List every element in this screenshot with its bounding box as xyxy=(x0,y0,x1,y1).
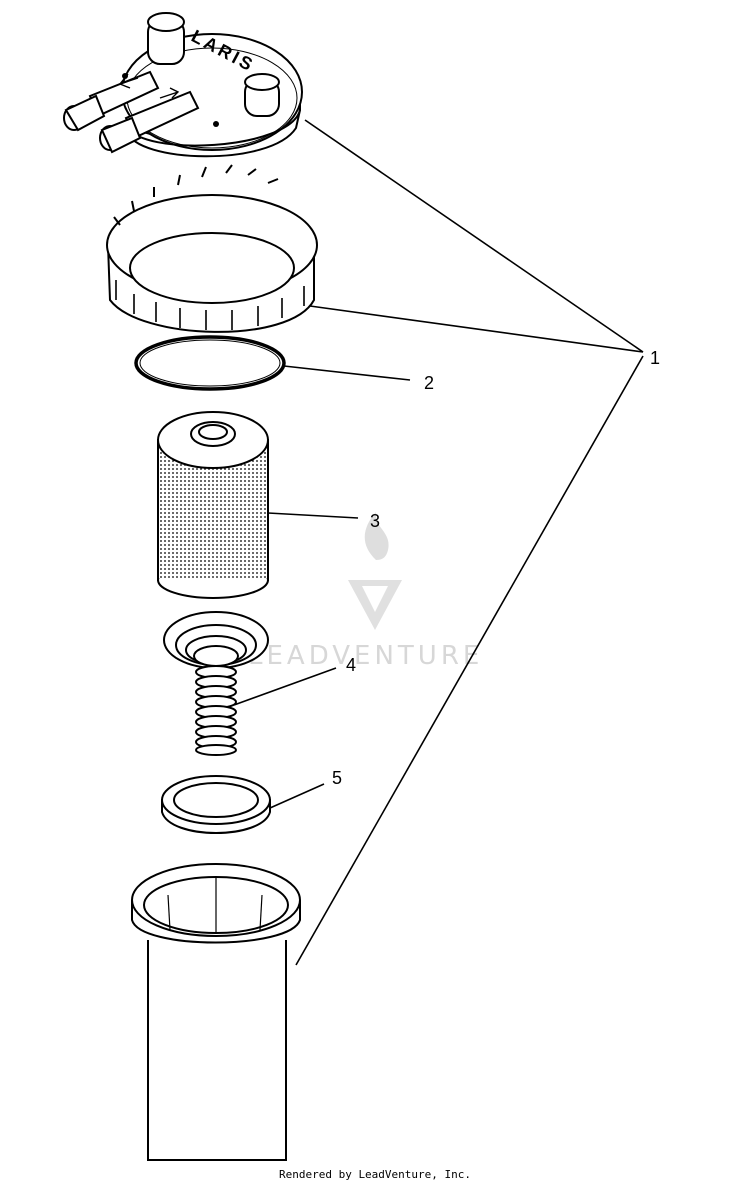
callout-2: 2 xyxy=(424,373,434,393)
leader-line-1-ring xyxy=(309,305,644,353)
leader-line-1-cap xyxy=(304,119,644,353)
filter-head-cap: LARIS xyxy=(63,12,303,158)
watermark-v-icon xyxy=(348,580,402,630)
watermark-text: LEADVENTURE xyxy=(248,641,483,671)
watermark: LEADVENTURE xyxy=(248,512,483,671)
lock-ring xyxy=(106,164,318,333)
leader-line-3 xyxy=(267,512,359,519)
filter-bowl xyxy=(131,863,301,1161)
callout-4: 4 xyxy=(346,655,356,675)
leader-line-2 xyxy=(283,365,411,381)
leader-lines xyxy=(233,119,644,966)
watermark-flame-icon xyxy=(364,512,389,560)
footer-credit: Rendered by LeadVenture, Inc. xyxy=(278,1168,472,1181)
leader-line-4 xyxy=(233,667,337,706)
callout-1: 1 xyxy=(650,348,660,368)
gasket xyxy=(161,775,271,834)
o-ring xyxy=(134,335,286,391)
callout-5: 5 xyxy=(332,768,342,788)
leader-line-5 xyxy=(269,783,325,809)
filter-element xyxy=(157,411,269,599)
leader-line-1-bowl xyxy=(295,355,644,966)
spring xyxy=(163,611,269,756)
callout-3: 3 xyxy=(370,511,380,531)
